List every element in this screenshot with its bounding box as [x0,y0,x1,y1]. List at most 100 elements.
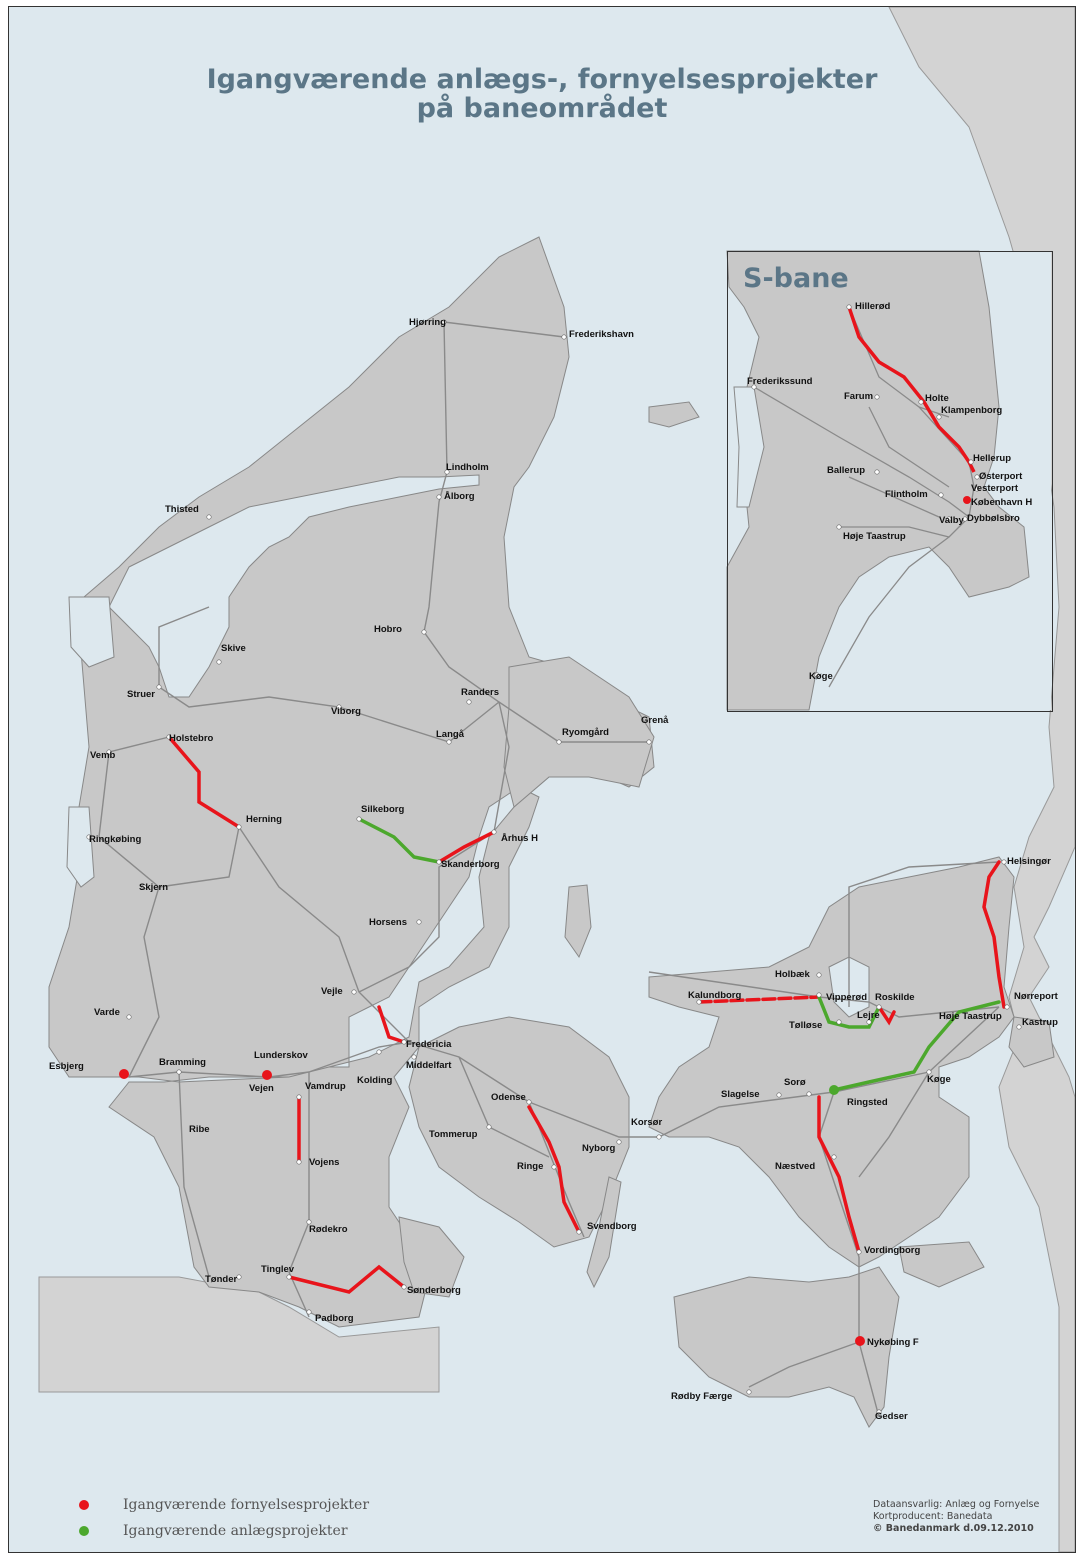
legend-dot-green [79,1526,89,1536]
label-gedser: Gedser [875,1411,908,1422]
label-tonder: Tønder [205,1274,237,1285]
label-nykobing: Nykøbing F [867,1337,919,1348]
denmark-rail-map: Hjørring Frederikshavn Lindholm Ålborg T… [38,7,1075,1552]
construction-point-ringsted [829,1085,839,1095]
label-aalborg: Ålborg [444,491,475,502]
renewal-point-lunderskov [262,1070,272,1080]
inset-label-dybbolsbro: Dybbølsbro [967,513,1020,524]
label-langaa: Langå [436,729,465,740]
label-vordingborg: Vordingborg [864,1245,920,1256]
label-holbaek: Holbæk [775,969,811,980]
inset-label-hoje-taastrup: Høje Taastrup [843,531,906,542]
label-helsingor: Helsingør [1007,856,1051,867]
label-fredericia: Fredericia [406,1039,452,1050]
label-vejen: Vejen [249,1083,274,1094]
map-title-line1: Igangværende anlægs-, fornyelsesprojekte… [206,64,878,95]
label-nyborg: Nyborg [582,1143,615,1154]
label-koge: Køge [927,1074,951,1085]
amager [1008,1016,1055,1068]
map-title: Igangværende anlægs-, fornyelsesprojekte… [9,65,1075,123]
label-randers: Randers [461,687,499,698]
label-skjern: Skjern [139,882,168,893]
label-lindholm: Lindholm [446,462,489,473]
label-vipperod: Vipperød [826,992,867,1003]
label-bramming: Bramming [159,1057,206,1068]
label-hjorring: Hjørring [409,317,446,328]
legend-item-construction: Igangværende anlægsprojekter [79,1523,348,1539]
label-holstebro: Holstebro [169,733,214,744]
label-ringsted: Ringsted [847,1097,888,1108]
langeland [586,1176,622,1289]
station-dots [86,304,1022,1415]
label-aarhus: Århus H [501,833,538,844]
map-frame: Hjørring Frederikshavn Lindholm Ålborg T… [8,6,1076,1553]
renewal-point-nykobing [855,1336,865,1346]
credit-copyright: © Banedanmark d.09.12.2010 [873,1523,1034,1534]
label-ringe: Ringe [517,1161,543,1172]
label-rodekro: Rødekro [309,1224,348,1235]
inset-label-farum: Farum [844,391,873,402]
inset-label-hellerup: Hellerup [973,453,1011,464]
construction-projects [357,817,1001,1092]
label-lejre: Lejre [857,1010,880,1021]
label-naestved: Næstved [775,1161,815,1172]
label-hobro: Hobro [374,624,402,635]
label-viborg: Viborg [331,706,361,717]
label-sonderborg: Sønderborg [407,1285,461,1296]
label-lunderskov: Lunderskov [254,1050,309,1061]
label-skanderborg: Skanderborg [441,859,500,870]
sweden-landmass [888,7,1075,1552]
inset-label-frederikssund: Frederikssund [747,376,813,387]
limfjord [108,474,480,698]
samso [564,884,592,959]
djursland [503,656,655,808]
label-slagelse: Slagelse [721,1089,760,1100]
credit-producer: Kortproducent: Banedata [873,1511,993,1522]
label-korsor: Korsør [631,1117,662,1128]
credit-data-owner: Dataansvarlig: Anlæg og Fornyelse [873,1499,1040,1510]
renewal-point-esbjerg [119,1069,129,1079]
label-skive: Skive [221,643,246,654]
inset-label-vesterport: Vesterport [971,483,1019,494]
inset-title: S-bane [743,263,849,294]
label-silkeborg: Silkeborg [361,804,404,815]
legend-dot-red [79,1500,89,1510]
inset-label-kobenhavn: København H [971,497,1032,508]
inset-label-koge: Køge [809,671,833,682]
inset-label-osterport: Østerport [979,471,1023,482]
label-frederikshavn: Frederikshavn [569,329,634,340]
label-esbjerg: Esbjerg [49,1061,84,1072]
label-ryomgaard: Ryomgård [562,727,609,738]
label-kalundborg: Kalundborg [688,990,741,1001]
ringkobing-fjord [68,596,115,668]
label-middelfart: Middelfart [406,1060,452,1071]
inset-map [726,250,1051,711]
label-tinglev: Tinglev [261,1264,295,1275]
inset-label-ballerup: Ballerup [827,465,865,476]
legend-label-construction: Igangværende anlægsprojekter [123,1523,348,1539]
zealand-landmass [648,856,1015,1268]
label-thisted: Thisted [165,504,199,515]
label-kastrup: Kastrup [1022,1017,1058,1028]
label-varde: Varde [94,1007,120,1018]
label-padborg: Padborg [315,1313,354,1324]
label-hoje-taastrup: Høje Taastrup [939,1011,1002,1022]
legend-label-renewal: Igangværende fornyelsesprojekter [123,1497,370,1513]
label-vojens: Vojens [309,1157,339,1168]
label-rodby: Rødby Færge [671,1391,732,1402]
label-tollose: Tølløse [789,1020,822,1031]
label-svendborg: Svendborg [587,1221,637,1232]
label-ringkobing: Ringkøbing [89,834,141,845]
label-soro: Sorø [784,1077,806,1088]
renewal-projects [167,735,1006,1294]
label-vejle: Vejle [321,986,343,997]
inset-label-klampenborg: Klampenborg [941,405,1002,416]
credits: Dataansvarlig: Anlæg og Fornyelse Kortpr… [873,1499,1039,1535]
legend-item-renewal: Igangværende fornyelsesprojekter [79,1497,369,1513]
map-title-line2: på baneområdet [416,93,668,124]
label-struer: Struer [127,689,155,700]
label-ribe: Ribe [189,1124,210,1135]
lolland-falster [673,1266,900,1428]
inset-renewal-hillerod-hellerup [847,306,976,473]
label-kolding: Kolding [357,1075,393,1086]
